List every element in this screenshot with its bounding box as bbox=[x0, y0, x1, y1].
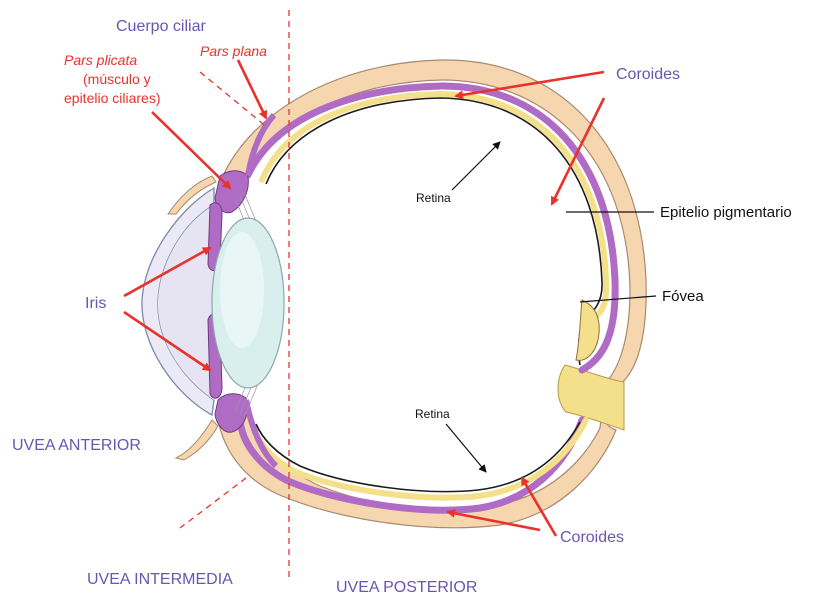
label-coroides-top: Coroides bbox=[616, 67, 680, 83]
label-pars-plicata: Pars plicata bbox=[64, 53, 137, 67]
divider-pars-plana-lower bbox=[180, 478, 246, 528]
arrow-retina-top bbox=[452, 142, 500, 190]
label-cuerpo-ciliar: Cuerpo ciliar bbox=[116, 19, 206, 35]
arrow-pars-plana bbox=[238, 60, 266, 118]
fovea-pit bbox=[576, 300, 599, 360]
label-uvea-posterior: UVEA POSTERIOR bbox=[336, 580, 477, 596]
lens-highlight bbox=[220, 232, 264, 348]
label-fovea: Fóvea bbox=[662, 289, 704, 304]
label-pars-plicata-note-1: (músculo y bbox=[83, 72, 151, 86]
retina-layer bbox=[252, 94, 606, 498]
label-pars-plicata-note-2: epitelio ciliares) bbox=[64, 91, 160, 105]
arrow-pars-plicata bbox=[152, 112, 230, 188]
label-pars-plana: Pars plana bbox=[200, 44, 267, 58]
label-retina-bottom: Retina bbox=[415, 408, 450, 420]
retina-inner-line bbox=[256, 98, 602, 492]
label-uvea-intermedia: UVEA INTERMEDIA bbox=[87, 572, 233, 588]
label-iris: Iris bbox=[85, 296, 106, 312]
label-epitelio-pigmentario: Epitelio pigmentario bbox=[660, 205, 792, 220]
label-uvea-anterior: UVEA ANTERIOR bbox=[12, 438, 141, 454]
arrow-retina-bottom bbox=[446, 424, 486, 472]
label-retina-top: Retina bbox=[416, 192, 451, 204]
eyelid-lower bbox=[176, 420, 218, 460]
label-coroides-bottom: Coroides bbox=[560, 530, 624, 546]
